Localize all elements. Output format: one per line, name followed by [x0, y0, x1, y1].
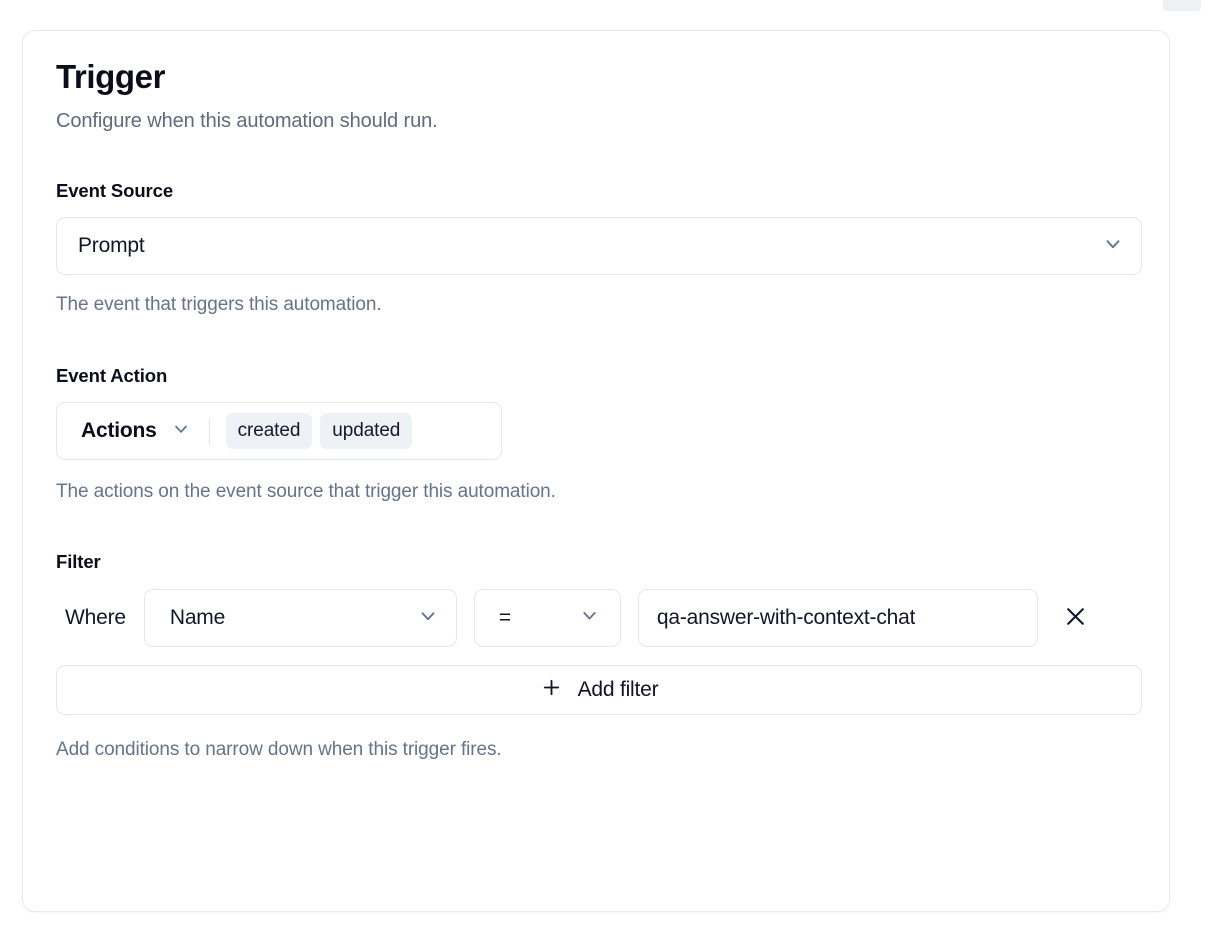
event-action-pill-group: created updated [210, 413, 413, 449]
chevron-down-icon [1102, 233, 1124, 260]
trigger-card: Trigger Configure when this automation s… [22, 30, 1170, 912]
event-action-label: Event Action [56, 365, 168, 386]
filter-field-select[interactable]: Name [143, 589, 457, 647]
chevron-down-icon [171, 419, 191, 444]
filter-field-value: Name [169, 606, 226, 629]
filter-value-text: qa-answer-with-context-chat [656, 606, 916, 629]
remove-filter-button[interactable] [1059, 601, 1093, 635]
filter-value-input[interactable]: qa-answer-with-context-chat [637, 589, 1038, 647]
add-filter-label: Add filter [577, 678, 659, 701]
event-source-section: Event Source Prompt The event that trigg… [56, 179, 1142, 318]
filter-row: Where Name = qa-answer-with-context-chat [56, 589, 1136, 647]
close-icon [1063, 604, 1088, 632]
event-source-helper: The event that triggers this automation. [56, 294, 382, 315]
page-title: Trigger [56, 58, 166, 95]
event-action-trigger-label: Actions [81, 419, 157, 442]
event-action-dropdown-trigger[interactable]: Actions [81, 419, 209, 444]
event-source-select[interactable]: Prompt [56, 217, 1142, 275]
event-source-label: Event Source [56, 180, 174, 201]
chevron-down-icon [417, 605, 439, 632]
chevron-down-icon [579, 605, 600, 631]
plus-icon [540, 676, 563, 704]
filter-operator-select[interactable]: = [473, 589, 621, 647]
event-action-helper: The actions on the event source that tri… [56, 481, 556, 502]
event-action-section: Event Action Actions created updated The… [56, 364, 1136, 505]
clipped-top-right-element [1163, 0, 1201, 11]
event-action-pill-updated[interactable]: updated [320, 413, 413, 449]
filter-operator-value: = [498, 606, 512, 629]
event-action-pill-created[interactable]: created [225, 413, 313, 449]
filter-section: Filter Where Name = qa-answer-with-conte… [56, 550, 1142, 763]
event-action-combo: Actions created updated [56, 402, 502, 460]
where-label: Where [65, 606, 126, 629]
add-filter-button[interactable]: Add filter [56, 665, 1142, 715]
combo-divider [208, 417, 210, 445]
event-source-value: Prompt [78, 234, 145, 257]
filter-helper: Add conditions to narrow down when this … [56, 739, 502, 760]
filter-label: Filter [56, 551, 101, 572]
page-subtitle: Configure when this automation should ru… [56, 110, 438, 132]
